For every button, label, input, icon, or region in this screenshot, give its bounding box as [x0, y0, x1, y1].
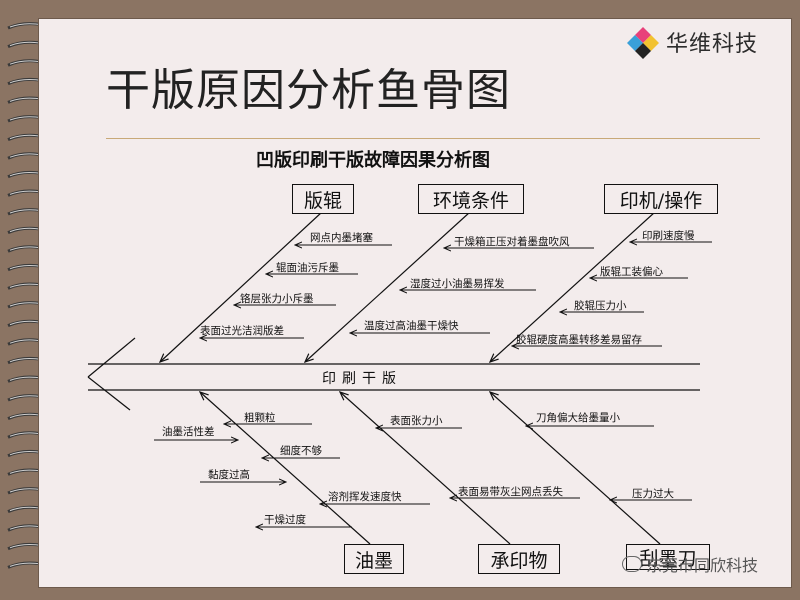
bone-ink [200, 392, 371, 545]
cause-label: 版辊工装偏心 [600, 266, 663, 278]
cause-label: 油墨活性差 [162, 426, 215, 438]
cause-label: 细度不够 [280, 445, 322, 457]
category-box-machine: 印机/操作 [604, 184, 718, 214]
cause-label: 辊面油污斥墨 [276, 262, 339, 274]
cause-label: 表面易带灰尘网点丢失 [458, 486, 563, 498]
spine-label: 印刷干版 [322, 371, 402, 387]
cause-label: 粗颗粒 [244, 412, 276, 424]
cause-label: 表面张力小 [390, 415, 443, 427]
chat-bubble-icon [622, 556, 642, 572]
category-box-environment: 环境条件 [418, 184, 524, 214]
cause-label: 黏度过高 [208, 469, 250, 481]
company-logo: 华维科技 [626, 22, 776, 62]
category-box-ink: 油墨 [344, 544, 404, 574]
watermark: 东莞市同欣科技 [622, 552, 758, 576]
bone-environment [305, 211, 471, 362]
diamond-logo-icon [627, 27, 659, 59]
title-divider [106, 138, 760, 139]
slide-title: 干版原因分析鱼骨图 [106, 65, 511, 116]
bone-doctor-blade [490, 392, 661, 545]
bone-machine [490, 211, 656, 362]
cause-label: 刀角偏大给墨量小 [536, 412, 620, 424]
logo-text: 华维科技 [666, 32, 759, 57]
fish-head-lower [87, 376, 131, 411]
cause-label: 网点内墨堵塞 [310, 232, 373, 244]
cause-label: 胶辊硬度高墨转移差易留存 [516, 334, 642, 346]
cause-label: 溶剂挥发速度快 [328, 491, 402, 503]
cause-label: 干燥过度 [264, 514, 306, 526]
cause-label: 印刷速度慢 [642, 230, 695, 242]
slide-page [38, 18, 792, 588]
fish-head-upper [87, 337, 136, 378]
cause-label: 胶辊压力小 [574, 300, 627, 312]
cause-label: 铬层张力小斥墨 [240, 293, 314, 305]
category-box-substrate: 承印物 [478, 544, 560, 574]
cause-label: 表面过光洁润版差 [200, 325, 284, 337]
cause-label: 压力过大 [632, 488, 674, 500]
bone-plate-roller [160, 211, 323, 362]
cause-label: 湿度过小油墨易挥发 [410, 278, 505, 290]
watermark-text: 东莞市同欣科技 [646, 556, 759, 575]
diagram-subtitle: 凹版印刷干版故障因果分析图 [256, 150, 490, 171]
cause-label: 干燥箱正压对着墨盘吹风 [454, 236, 570, 248]
category-box-doctor-blade: 刮墨刀 [626, 544, 710, 570]
cause-label: 温度过高油墨干燥快 [364, 320, 459, 332]
category-box-plate-roller: 版辊 [292, 184, 354, 214]
bone-substrate [340, 392, 511, 545]
